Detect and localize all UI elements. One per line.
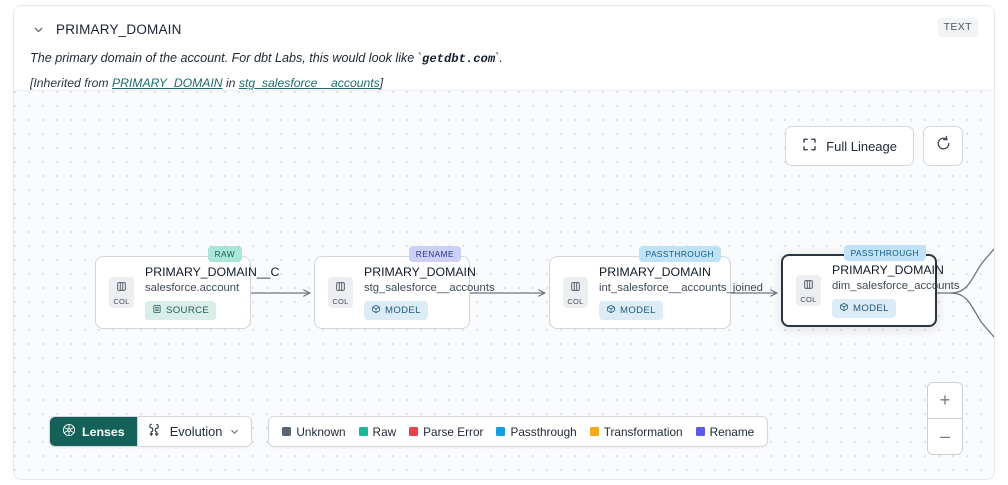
legend-label: Rename <box>709 424 755 439</box>
lens-badge: PASSTHROUGH <box>843 245 926 261</box>
cube-icon <box>839 302 849 315</box>
legend-swatch <box>409 427 419 436</box>
legend-label: Raw <box>372 424 397 439</box>
legend-swatch <box>496 427 506 436</box>
card-header: PRIMARY_DOMAIN TEXT The primary domain o… <box>14 6 994 90</box>
materialization-badge: SOURCE <box>145 301 217 320</box>
lineage-legend: Unknown Raw Parse Error Passthrough Transfor… <box>268 416 769 447</box>
node-column-name: PRIMARY_DOMAIN <box>599 265 711 279</box>
materialization-label: MODEL <box>620 305 656 316</box>
zoom-in-button[interactable]: + <box>928 383 962 418</box>
lens-badge: RAW <box>207 246 242 262</box>
materialization-label: MODEL <box>385 305 421 316</box>
column-chip: COL <box>796 275 821 306</box>
lenses-button[interactable]: Lenses <box>50 417 137 446</box>
legend-item[interactable]: Unknown <box>282 424 346 439</box>
aperture-icon <box>62 423 76 440</box>
columns-icon <box>570 279 581 297</box>
inherited-model-link[interactable]: stg_salesforce__accounts <box>238 76 380 90</box>
page-title: PRIMARY_DOMAIN <box>56 21 182 37</box>
chevron-down-icon <box>229 426 240 437</box>
full-lineage-button[interactable]: Full Lineage <box>785 126 914 166</box>
column-chip: COL <box>109 277 134 308</box>
description-code: getdbt.com <box>422 52 496 66</box>
description-text-pre: The primary domain of the account. For d… <box>30 51 422 65</box>
legend-label: Passthrough <box>510 424 577 439</box>
materialization-badge: MODEL <box>599 301 663 320</box>
node-column-name: PRIMARY_DOMAIN <box>364 265 476 279</box>
legend-item[interactable]: Parse Error <box>409 425 483 439</box>
chevron-down-icon[interactable] <box>30 21 46 37</box>
column-chip: COL <box>563 277 588 308</box>
legend-item[interactable]: Transformation <box>589 424 683 439</box>
column-chip: COL <box>328 277 353 308</box>
inherited-suffix: ] <box>379 76 384 90</box>
node-column-name: PRIMARY_DOMAIN <box>832 263 944 277</box>
node-body: PRIMARY_DOMAIN int_salesforce__accounts_j… <box>599 265 763 320</box>
lineage-node-passthrough2[interactable]: PASSTHROUGH COL PRIMARY_DOMAIN dim_salesfor… <box>781 245 959 327</box>
node-table-name: stg_salesforce__accounts <box>364 282 495 294</box>
lenses-label: Lenses <box>82 424 125 439</box>
legend-swatch <box>589 427 599 436</box>
materialization-badge: MODEL <box>832 299 896 318</box>
node-table-name: int_salesforce__accounts_joined <box>599 282 763 294</box>
canvas-bottom-bar: Lenses E <box>49 416 769 447</box>
node-table-name: dim_salesforce_accounts <box>832 280 960 292</box>
column-description: The primary domain of the account. For d… <box>30 50 978 67</box>
node-table-name: salesforce.account <box>145 282 240 294</box>
lineage-node-rename[interactable]: RENAME COL PRIMARY_DOMAIN stg_salesforce__a… <box>314 246 495 329</box>
zoom-divider <box>928 418 962 419</box>
legend-swatch <box>358 427 368 436</box>
lens-badge: RENAME <box>408 246 461 262</box>
lineage-node-raw[interactable]: RAW COL PRIMARY_DOMAIN__C salesforce.accoun… <box>95 246 279 329</box>
column-chip-label: COL <box>567 297 584 306</box>
database-icon <box>152 304 162 317</box>
column-detail-card: PRIMARY_DOMAIN TEXT The primary domain o… <box>13 5 995 480</box>
expand-icon <box>802 137 817 155</box>
evolution-icon <box>148 422 163 441</box>
legend-item[interactable]: Raw <box>358 424 397 439</box>
lenses-group: Lenses E <box>49 416 253 447</box>
zoom-controls: + – <box>927 382 963 455</box>
canvas-top-controls: Full Lineage <box>785 126 963 166</box>
legend-swatch <box>282 427 292 436</box>
evolution-label: Evolution <box>169 424 223 439</box>
inherited-from-note: [Inherited from PRIMARY_DOMAIN in stg_sa… <box>30 75 978 91</box>
legend-item[interactable]: Rename <box>695 424 755 439</box>
column-chip-label: COL <box>800 295 817 304</box>
lineage-node-passthrough1[interactable]: PASSTHROUGH COL PRIMARY_DOMAIN int_salesfor… <box>549 246 763 329</box>
node-column-name: PRIMARY_DOMAIN__C <box>145 265 280 279</box>
lens-badge: PASSTHROUGH <box>638 246 721 262</box>
columns-icon <box>335 279 346 297</box>
legend-item[interactable]: Passthrough <box>496 424 577 439</box>
inherited-column-link[interactable]: PRIMARY_DOMAIN <box>111 76 223 90</box>
evolution-dropdown[interactable]: Evolution <box>136 417 252 446</box>
materialization-label: MODEL <box>853 303 889 314</box>
refresh-icon <box>935 135 952 157</box>
columns-icon <box>803 277 814 295</box>
materialization-badge: MODEL <box>364 301 428 320</box>
inherited-prefix: [Inherited from <box>30 76 112 90</box>
type-badge: TEXT <box>937 18 978 37</box>
column-chip-label: COL <box>113 297 130 306</box>
description-text-post: `. <box>495 51 503 65</box>
legend-swatch <box>695 427 705 436</box>
column-chip-label: COL <box>332 297 349 306</box>
legend-label: Parse Error <box>423 424 484 439</box>
legend-label: Transformation <box>603 424 683 439</box>
inherited-middle: in <box>222 76 239 90</box>
legend-label: Unknown <box>296 424 346 439</box>
full-lineage-label: Full Lineage <box>826 138 897 154</box>
cube-icon <box>606 304 616 317</box>
columns-icon <box>116 279 127 297</box>
header-title-row: PRIMARY_DOMAIN <box>30 18 978 40</box>
refresh-button[interactable] <box>923 126 963 166</box>
zoom-out-button[interactable]: – <box>928 419 962 454</box>
materialization-label: SOURCE <box>166 305 210 316</box>
cube-icon <box>371 304 381 317</box>
